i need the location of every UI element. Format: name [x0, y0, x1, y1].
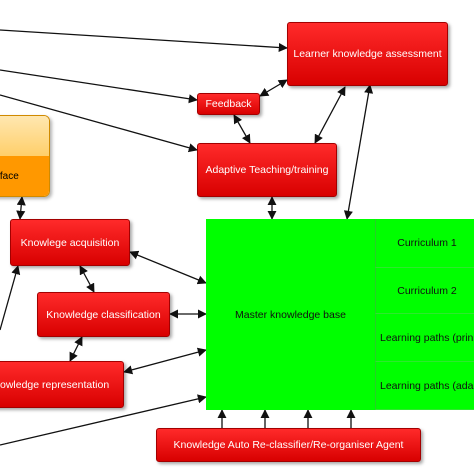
learner-knowledge-assessment-node: Learner knowledge assessment	[287, 22, 448, 86]
learning-paths-2-node: Learning paths (ada	[375, 362, 474, 410]
curriculum-2-node: Curriculum 2	[375, 268, 474, 314]
curriculum-2-label: Curriculum 2	[397, 284, 457, 297]
arrow-feedback-assessment	[259, 79, 288, 97]
arrow-offscreen-to-adaptive	[0, 94, 198, 153]
interface-node-header: E	[0, 116, 49, 156]
knowledge-representation-node: owledge representation	[0, 361, 124, 408]
knowledge-representation-label: owledge representation	[0, 378, 110, 391]
arrow-interface-acquisition	[16, 196, 26, 220]
arrow-feedback-adaptive	[233, 114, 251, 144]
feedback-node: Feedback	[197, 93, 260, 115]
arrow-offscreen-to-feedback	[0, 69, 198, 104]
interface-node-body-label: erface	[0, 170, 19, 182]
arrow-acquisition-classification	[79, 265, 95, 293]
master-knowledge-base-node: Master knowledge base	[206, 219, 375, 410]
auto-reclassifier-agent-node: Knowledge Auto Re-classifier/Re-organise…	[156, 428, 421, 462]
master-knowledge-base-label: Master knowledge base	[235, 308, 346, 321]
interface-node: E erface	[0, 115, 50, 197]
arrow-offscreen-acquisition	[0, 265, 21, 331]
knowledge-classification-node: Knowledge classification	[37, 292, 170, 337]
curriculum-1-label: Curriculum 1	[397, 237, 457, 249]
learning-paths-1-label: Learning paths (prin	[380, 331, 474, 344]
knowledge-acquisition-node: Knowlege acquisition	[10, 219, 130, 266]
arrow-representation-master	[123, 347, 207, 375]
arrow-master-assessment	[343, 84, 374, 220]
adaptive-teaching-label: Adaptive Teaching/training	[205, 164, 329, 176]
adaptive-teaching-node: Adaptive Teaching/training	[197, 143, 337, 197]
arrow-classification-representation	[69, 336, 83, 362]
arrow-acquisition-master	[129, 250, 207, 285]
feedback-label: Feedback	[205, 98, 252, 110]
arrow-adaptive-assessment	[314, 86, 346, 144]
knowledge-classification-label: Knowledge classification	[46, 308, 161, 321]
knowledge-acquisition-label: Knowlege acquisition	[20, 236, 120, 249]
learner-knowledge-assessment-label: Learner knowledge assessment	[293, 48, 442, 60]
learning-paths-2-label: Learning paths (ada	[380, 379, 474, 392]
arrow-offscreen-to-assessment	[0, 29, 288, 53]
auto-reclassifier-agent-label: Knowledge Auto Re-classifier/Re-organise…	[173, 439, 404, 451]
interface-node-body: erface	[0, 156, 49, 196]
learning-paths-1-node: Learning paths (prin	[375, 314, 474, 362]
arrow-offscreen-agent	[0, 394, 207, 446]
curriculum-1-node: Curriculum 1	[375, 219, 474, 268]
